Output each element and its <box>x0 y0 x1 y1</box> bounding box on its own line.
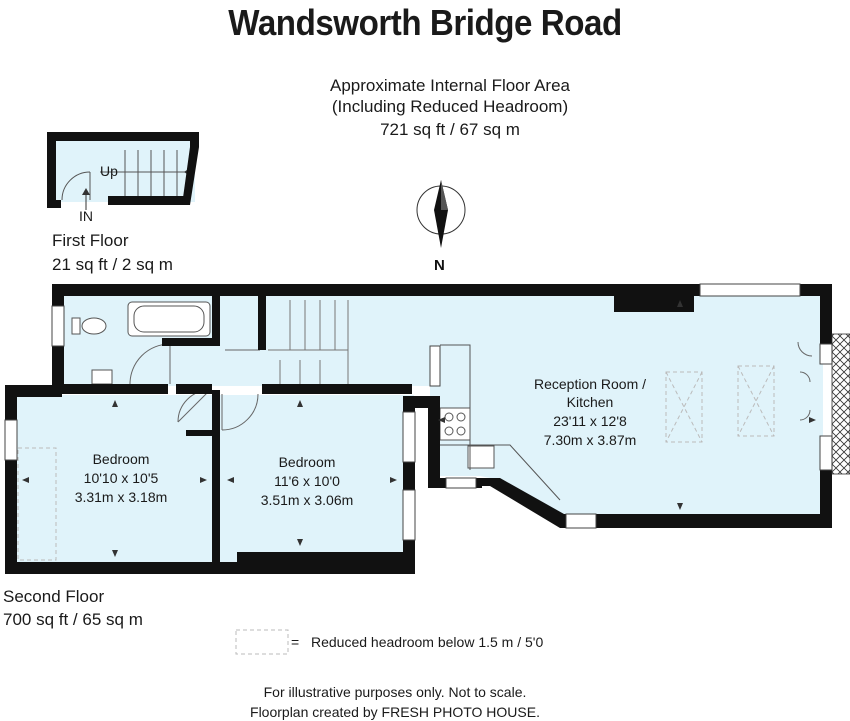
room-metric: 3.51m x 3.06m <box>261 492 354 508</box>
bathroom-fixtures <box>71 301 211 385</box>
room-name-2: Kitchen <box>567 394 614 410</box>
room-bedroom-1: Bedroom 10'10 x 10'5 3.31m x 3.18m <box>75 451 168 505</box>
room-bedroom-2: Bedroom 11'6 x 10'0 3.51m x 3.06m <box>261 454 354 508</box>
north-compass: N <box>416 180 466 274</box>
windows <box>4 283 833 541</box>
first-floor-area: 21 sq ft / 2 sq m <box>52 255 173 274</box>
north-label: N <box>434 257 445 274</box>
room-reception-kitchen: Reception Room / Kitchen 23'11 x 12'8 7.… <box>534 376 646 448</box>
room-metric: 7.30m x 3.87m <box>544 432 637 448</box>
kitchen-fixtures <box>439 344 561 501</box>
area-total: 721 sq ft / 67 sq m <box>380 120 520 139</box>
stairs <box>268 300 349 384</box>
second-floor-name: Second Floor <box>3 587 105 606</box>
outside-terrace <box>831 333 850 475</box>
area-line-1: Approximate Internal Floor Area <box>329 76 570 95</box>
legend-text: Reduced headroom below 1.5 m / 5'0 <box>311 634 543 650</box>
room-imperial: 11'6 x 10'0 <box>274 473 340 489</box>
entrance-label: IN <box>79 208 93 224</box>
second-floor-area: 700 sq ft / 65 sq m <box>3 610 143 629</box>
walls <box>5 284 832 574</box>
room-name: Bedroom <box>93 451 150 467</box>
legend: = Reduced headroom below 1.5 m / 5'0 <box>235 629 543 655</box>
room-imperial: 10'10 x 10'5 <box>84 470 159 486</box>
legend-symbol: = <box>291 634 299 650</box>
entrance-arrow <box>82 188 90 210</box>
footer-credit: Floorplan created by FRESH PHOTO HOUSE. <box>250 704 540 720</box>
room-metric: 3.31m x 3.18m <box>75 489 168 505</box>
footer-disclaimer: For illustrative purposes only. Not to s… <box>264 684 527 700</box>
dimension-markers <box>22 300 816 557</box>
first-floor-name: First Floor <box>52 231 129 250</box>
stairs-up-label: Up <box>100 163 118 179</box>
room-imperial: 23'11 x 12'8 <box>553 413 627 429</box>
first-floor-plan: Up IN <box>47 132 199 224</box>
plan-title: Wandsworth Bridge Road <box>228 2 622 43</box>
area-line-2: (Including Reduced Headroom) <box>331 97 569 116</box>
room-name: Bedroom <box>279 454 336 470</box>
room-name: Reception Room / <box>534 376 646 392</box>
second-floor-plan: Reception Room / Kitchen 23'11 x 12'8 7.… <box>4 283 850 574</box>
legend-swatch <box>235 629 289 655</box>
